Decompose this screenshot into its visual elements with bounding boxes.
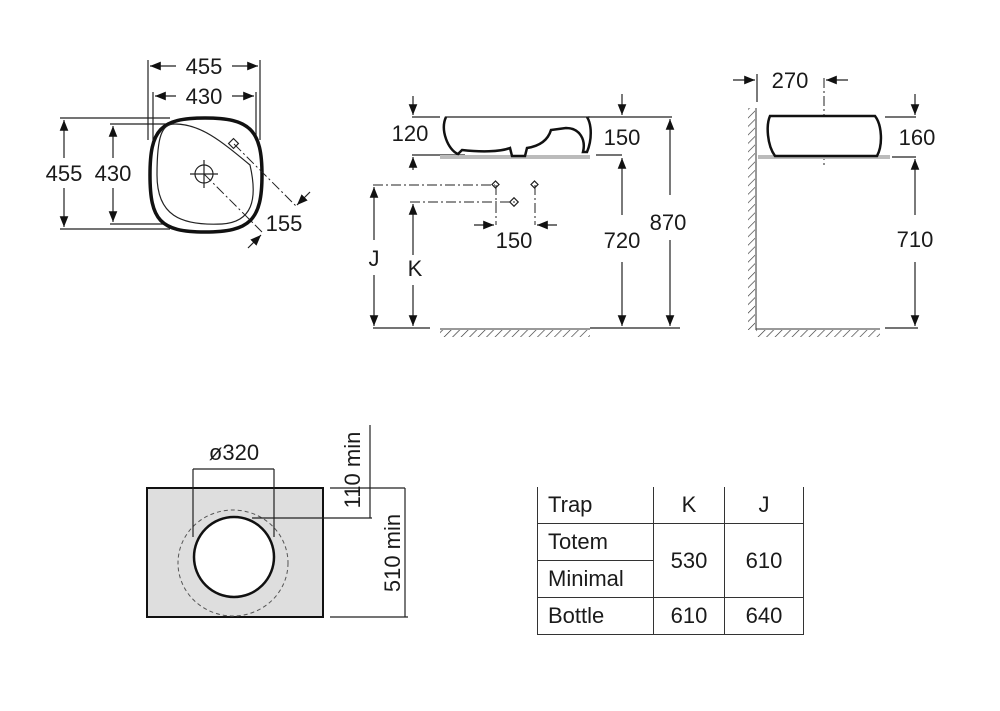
k-value: 610 [653,597,725,635]
j-label: J [369,246,380,271]
table-row: Bottle 610 640 [537,597,804,635]
tap-spacing-label: 150 [496,228,533,253]
table-header-row: Trap K J [537,487,804,524]
trap-name: Minimal [537,560,654,598]
total-height-label: 870 [650,210,687,235]
trap-name: Totem [537,523,654,561]
depth-min-label: 510 min [380,514,405,592]
depth-outer-label: 455 [46,161,83,186]
table-row: Totem 530 610 [537,523,804,598]
trap-table: Trap K J Totem 530 610 Minimal Bottle 61… [537,487,804,635]
width-outer-label: 455 [186,54,223,79]
counter-height-label: 720 [604,228,641,253]
basin-end-outline [766,114,883,158]
basin-height-label: 160 [899,125,936,150]
cutout-hole [192,515,276,599]
k-value: 530 [653,523,725,598]
k-label: K [408,256,423,281]
height-right-label: 150 [604,125,641,150]
wall-hatch [748,108,755,330]
cutout-diameter-label: ø320 [209,440,259,465]
floor-hatch [440,330,590,337]
header-k: K [653,487,725,524]
table-row: Minimal [537,560,804,598]
end-counter-height-label: 710 [897,227,934,252]
cutout-view: ø320 110 min 510 min [146,425,408,618]
trap-name: Bottle [537,597,654,635]
wall-distance-label: 270 [772,68,809,93]
height-left-label: 120 [392,121,429,146]
tap-offset-label: 155 [266,211,303,236]
depth-inner-label: 430 [95,161,132,186]
j-value: 640 [724,597,804,635]
side-view: 120 150 150 J K 720 870 [369,94,687,337]
header-trap: Trap [537,487,654,524]
header-j: J [724,487,804,524]
width-inner-label: 430 [186,84,223,109]
top-view: 455 430 455 430 155 [46,54,311,249]
offset-min-label: 110 min [340,432,365,509]
j-value: 610 [724,523,804,598]
end-view: 270 160 710 [733,68,935,337]
